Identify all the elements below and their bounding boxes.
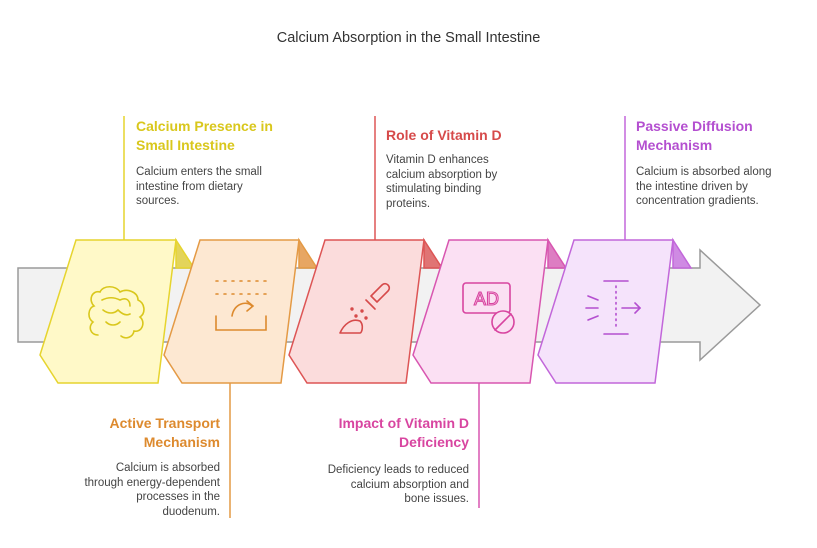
ad-prohibited-icon: AD [462,282,515,334]
step-3-description: Vitamin D enhances calcium absorption by… [386,154,498,210]
step-4-description: Deficiency leads to reduced calcium abso… [327,464,469,505]
step-1-heading: Calcium Presence in Small Intestine [136,118,273,153]
step-4-heading: Impact of Vitamin D Deficiency [338,415,469,450]
dropper-icon [339,282,391,334]
step-5-description: Calcium is absorbed along the intestine … [636,166,772,207]
step-card-2 [163,237,319,384]
step-3-heading: Role of Vitamin D [386,127,502,143]
step-2-description: Calcium is absorbed through energy-depen… [84,462,220,518]
step-2-heading: Active Transport Mechanism [109,415,220,450]
page-title: Calcium Absorption in the Small Intestin… [276,30,541,46]
intestine-icon [88,285,145,339]
step-card-3 [288,237,444,384]
step-card-1 [39,237,196,384]
step-card-4 [412,237,568,384]
step-card-5 [537,237,693,384]
transport-icon [215,280,267,331]
diffusion-icon [585,280,642,335]
step-5-heading: Passive Diffusion Mechanism [636,118,753,153]
svg-text:AD: AD [474,289,499,309]
step-1-description: Calcium enters the small intestine from … [136,166,262,207]
